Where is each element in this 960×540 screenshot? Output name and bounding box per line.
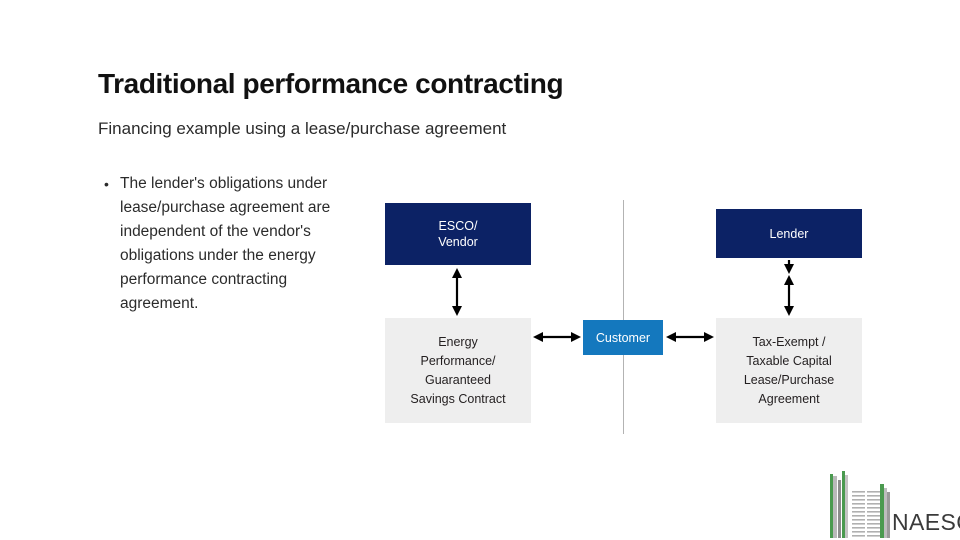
node-esco-vendor-line-1: ESCO/: [438, 219, 478, 233]
node-lease-purchase-agreement[interactable]: Tax-Exempt / Taxable Capital Lease/Purch…: [716, 318, 862, 423]
node-energy-contract-line-4: Savings Contract: [410, 391, 506, 406]
node-energy-contract-line-3: Guaranteed: [424, 372, 492, 387]
vertical-divider-line: [623, 200, 624, 434]
flow-diagram: ESCO/ Vendor Lender Energy Performance/ …: [370, 190, 880, 440]
node-lender[interactable]: Lender: [716, 209, 862, 258]
bullet-list: • The lender's obligations under lease/p…: [104, 172, 354, 316]
list-item: • The lender's obligations under lease/p…: [104, 172, 354, 316]
page-subtitle: Financing example using a lease/purchase…: [98, 119, 507, 138]
node-energy-contract-line-1: Energy: [438, 334, 478, 349]
node-energy-contract-line-2: Performance/: [420, 353, 496, 368]
node-lender-line-1: Lender: [769, 226, 809, 241]
arrow-esco-to-energy-contract-icon: [452, 268, 462, 316]
node-esco-vendor[interactable]: ESCO/ Vendor: [385, 203, 531, 265]
arrow-energy-contract-to-customer-icon: [533, 332, 581, 342]
arrow-customer-to-lease-agreement-icon: [666, 332, 714, 342]
arrow-lender-down-icon: [784, 260, 794, 274]
node-lease-agreement-line-1: Tax-Exempt /: [752, 334, 826, 349]
page-title: Traditional performance contracting: [98, 68, 564, 99]
node-customer[interactable]: Customer: [583, 320, 663, 355]
node-lease-agreement-line-2: Taxable Capital: [746, 353, 832, 368]
node-esco-vendor-line-2: Vendor: [438, 235, 478, 249]
bullet-marker-icon: •: [104, 176, 109, 192]
arrow-lender-to-lease-agreement-icon: [784, 275, 794, 316]
naesco-building-bars-logo-icon: [830, 471, 890, 538]
node-lease-agreement-line-4: Agreement: [758, 391, 820, 406]
node-customer-line-1: Customer: [595, 330, 651, 345]
node-energy-performance-contract[interactable]: Energy Performance/ Guaranteed Savings C…: [385, 318, 531, 423]
bullet-text: The lender's obligations under lease/pur…: [120, 175, 331, 312]
node-lease-agreement-line-3: Lease/Purchase: [743, 372, 835, 387]
naesco-wordmark: NAESCO: [892, 509, 960, 535]
